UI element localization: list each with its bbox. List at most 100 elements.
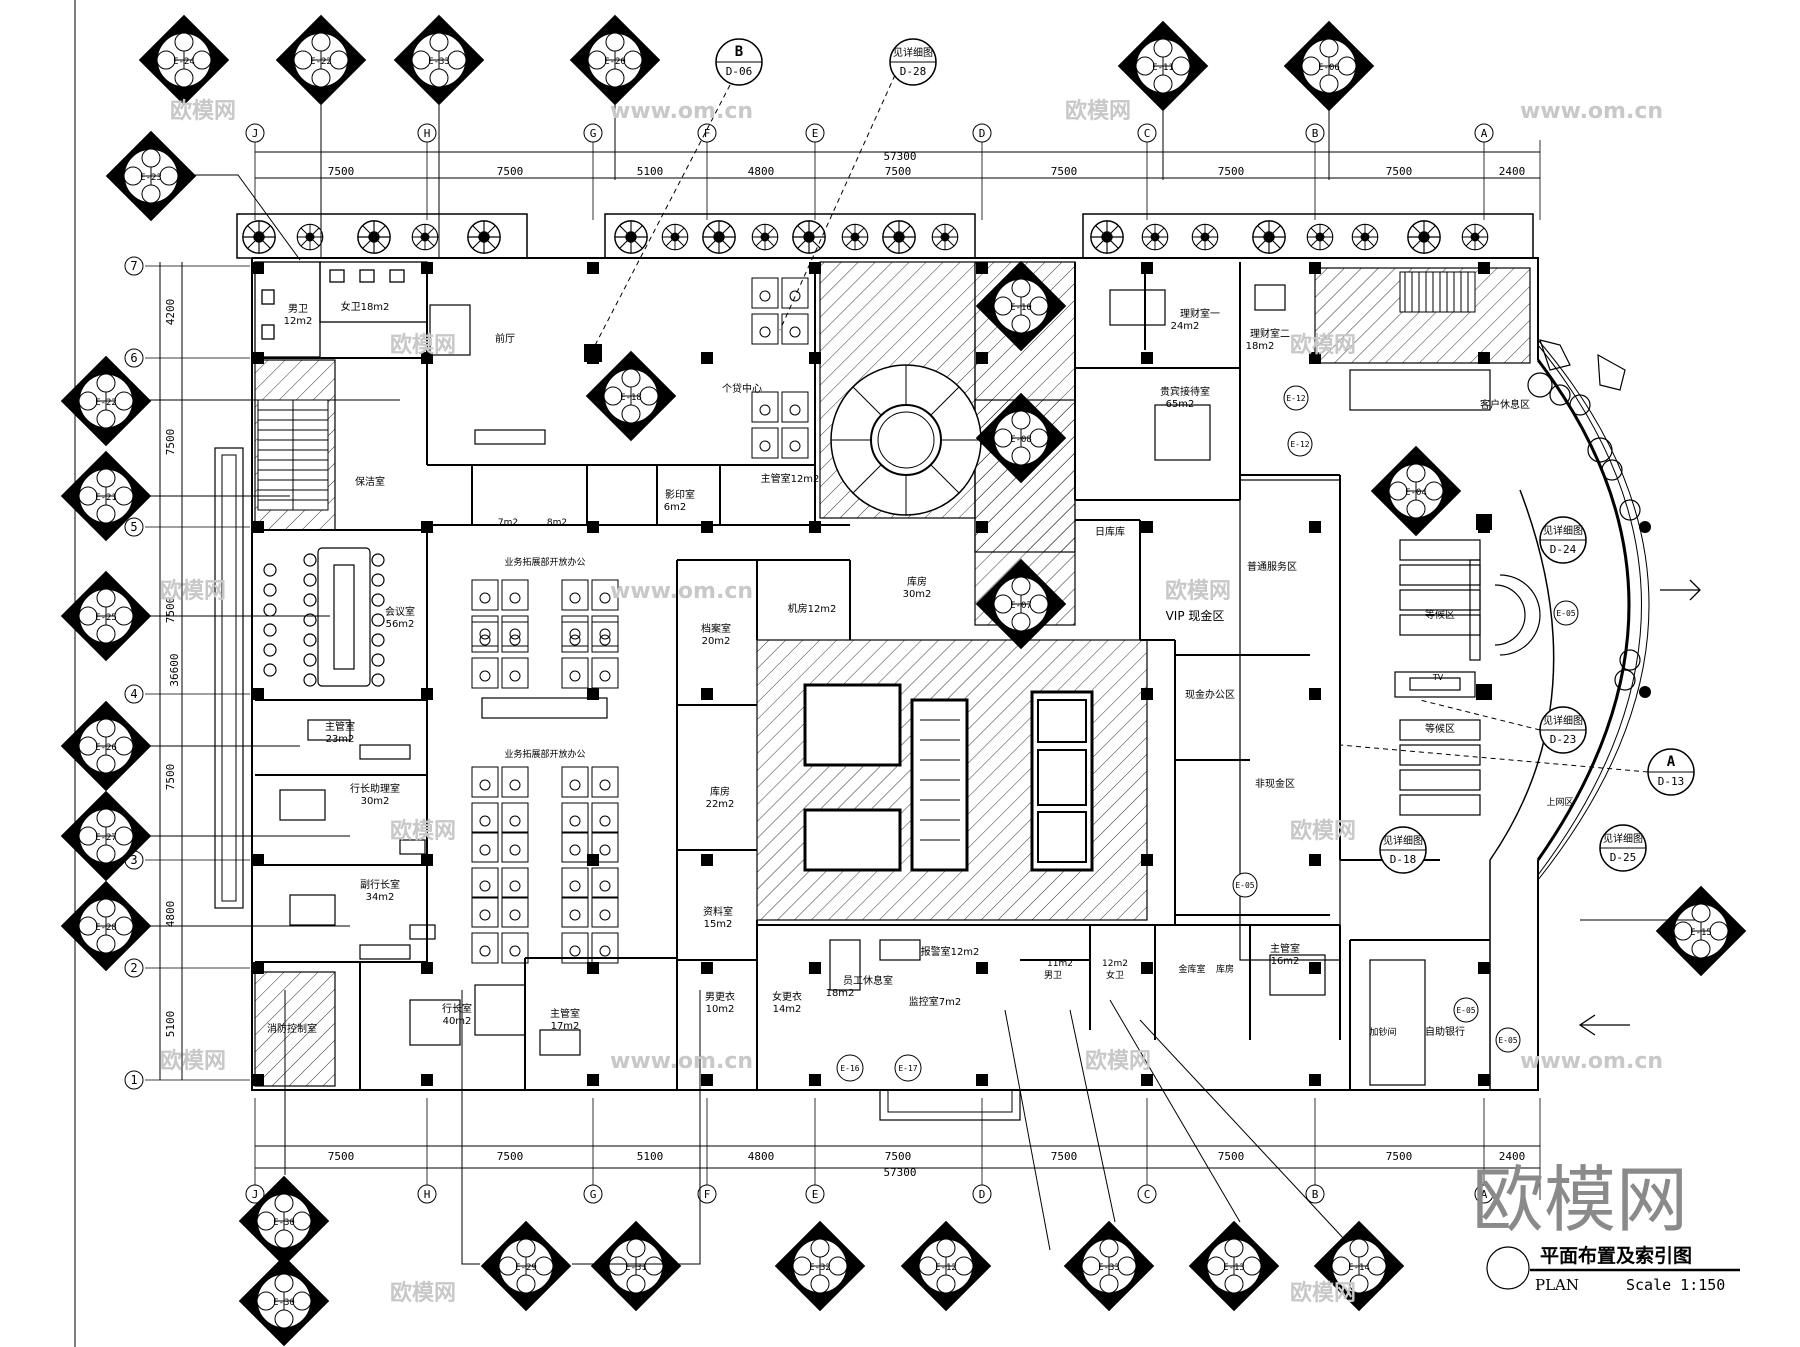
room-area: 24m2: [1171, 321, 1200, 332]
callout-b-d06: B D-06: [589, 38, 763, 356]
index-marker-label: E-10: [1010, 303, 1032, 313]
tree-icon: [702, 220, 736, 254]
planter-strip: [236, 213, 1534, 259]
room-area: 18m2: [826, 988, 855, 999]
small-ref: E-12: [1286, 394, 1305, 403]
axis-row-3: 3: [130, 853, 137, 867]
room-label: 业务拓展部开放办公: [504, 556, 585, 568]
staircase-right: [1399, 271, 1476, 313]
watermark-text: 欧模网: [390, 1280, 456, 1306]
room-label: 理财室一: [1180, 307, 1220, 320]
room-label: 女卫18m2: [341, 300, 390, 313]
room-area: 40m2: [443, 1016, 472, 1027]
index-marker: E-14: [1313, 1220, 1405, 1312]
tree-icon: [1252, 220, 1286, 254]
room-label: 理财室二: [1250, 327, 1290, 340]
index-marker: E-21: [60, 450, 152, 542]
watermark-text: 欧模网: [170, 98, 236, 124]
dim-bottom-9: 2400: [1499, 1150, 1526, 1163]
room-area: 14m2: [773, 1004, 802, 1015]
dim-top-3: 5100: [637, 165, 664, 178]
room-area: 11m2: [1047, 959, 1073, 969]
callout-letter-a: A: [1667, 754, 1676, 770]
room-label: 业务拓展部开放办公: [504, 748, 585, 760]
index-marker: E-10: [975, 260, 1067, 352]
index-marker-label: E-11: [1152, 63, 1174, 73]
axis-col-g-bottom: G: [590, 1188, 597, 1201]
index-marker-label: E-13: [1223, 1263, 1245, 1273]
staircase-left: [257, 399, 329, 511]
tree-icon: [1306, 223, 1334, 251]
index-marker-label: E-33: [428, 57, 450, 67]
room-area: 8m2: [547, 518, 567, 528]
tree-icon: [1351, 223, 1379, 251]
workstation-icon: [751, 391, 809, 459]
room-label: VIP 现金区: [1166, 608, 1225, 623]
index-marker: E-18: [585, 350, 677, 442]
callout-letter-b: B: [735, 44, 743, 60]
room-label: 女卫: [1106, 969, 1124, 981]
axis-col-a: A: [1481, 127, 1488, 140]
axis-col-h-bottom: H: [424, 1188, 431, 1201]
tree-icon: [467, 220, 501, 254]
tree-icon: [661, 223, 689, 251]
room-labels: 男卫 12m2 女卫18m2 前厅 个贷中心 主管室12m2 影印室 6m2 7…: [267, 300, 1574, 1038]
index-marker: E-27: [60, 790, 152, 882]
index-marker-label: E-25: [95, 613, 117, 623]
detail-callouts: B D-06 见详细图 D-28 见详细图 D-24 见详细图 D-23: [589, 38, 1695, 874]
room-label: 男更衣: [705, 990, 735, 1003]
callout-label-d23: 见详细图: [1543, 714, 1583, 727]
callout-d23: 见详细图 D-23: [1419, 699, 1587, 754]
dim-top-6: 7500: [1051, 165, 1078, 178]
title-circle-icon: [1486, 1246, 1530, 1290]
room-label: 上网区: [1546, 797, 1573, 808]
room-label: 库房: [710, 785, 730, 798]
room-label: 资料室: [703, 905, 733, 918]
room-label: 主管室: [550, 1007, 580, 1020]
drawing-title: 平面布置及索引图: [1540, 1244, 1692, 1267]
room-area: 16m2: [1271, 956, 1300, 967]
callout-ref-d13: D-13: [1658, 775, 1685, 788]
total-dimension-bottom: 57300: [883, 1166, 916, 1179]
entry-arrow-icon: [1660, 579, 1701, 601]
dim-top-7: 7500: [1218, 165, 1245, 178]
dim-bottom-4: 4800: [748, 1150, 775, 1163]
top-dimensions: 57300 7500 7500 5100 4800 7500 7500 7500…: [328, 150, 1526, 178]
index-marker-label: E-30: [273, 1298, 295, 1308]
index-marker-label: E-26: [95, 743, 117, 753]
tree-icon: [614, 220, 648, 254]
column-axis-labels-top: J H G F E D C B A: [245, 123, 1494, 143]
tree-icon: [411, 223, 439, 251]
dim-bottom-3: 5100: [637, 1150, 664, 1163]
top-dimension-line: [74, 0, 1540, 1347]
tree-icon: [242, 220, 276, 254]
axis-col-b: B: [1312, 127, 1319, 140]
room-label: 库房: [1216, 963, 1234, 975]
central-core: [803, 683, 1094, 872]
callout-ref-d18: D-18: [1390, 853, 1417, 866]
workstation-icon: [471, 896, 529, 964]
axis-col-e-bottom: E: [812, 1188, 819, 1201]
watermark-url: www.om.cn: [1520, 1049, 1663, 1074]
axis-col-c: C: [1144, 127, 1151, 140]
watermark-text: 欧模网: [1290, 818, 1356, 844]
room-label: 客户休息区: [1480, 398, 1530, 411]
room-label: 行长室: [442, 1002, 472, 1015]
room-label: 等候区: [1425, 608, 1455, 621]
tree-icon: [841, 223, 869, 251]
room-label: 男卫: [1044, 970, 1062, 981]
callout-label-d18: 见详细图: [1383, 834, 1423, 847]
small-ref: E-05: [1556, 609, 1575, 618]
room-label: 前厅: [495, 332, 515, 345]
index-markers-top: E-24 E-22 E-33 E-20 E-11 E-06: [138, 14, 1375, 112]
room-area: 18m2: [1246, 341, 1275, 352]
index-marker-label: E-07: [1010, 601, 1032, 611]
drawing-title-en: PLAN: [1535, 1276, 1579, 1294]
room-label: 员工休息室: [843, 974, 893, 987]
room-area: 65m2: [1166, 399, 1195, 410]
left-dimensions: 36600 4200 7500 7500 7500 4800 5100: [164, 299, 181, 1038]
tree-icon: [792, 220, 826, 254]
axis-row-6: 6: [130, 351, 137, 365]
room-label: 男卫: [288, 303, 308, 315]
index-marker-label: E-23: [140, 173, 162, 183]
